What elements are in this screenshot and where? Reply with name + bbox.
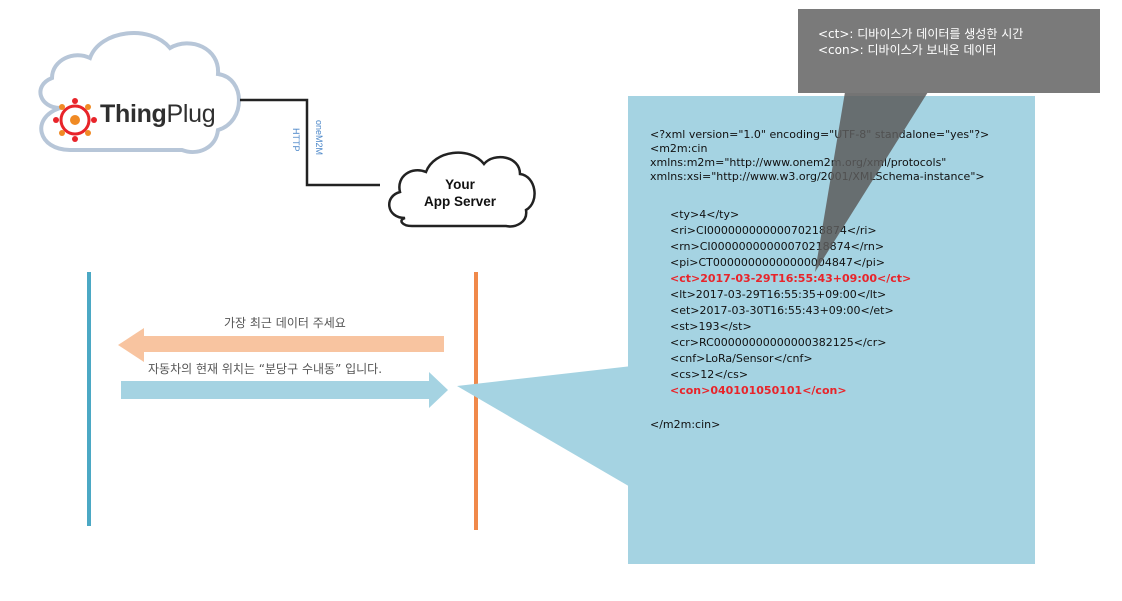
app-server-cloud-outline <box>388 151 536 228</box>
xml-header-line: <m2m:cin <box>650 142 708 155</box>
xml-field-line: <cs>12</cs> <box>670 368 749 381</box>
logo-text-bold: Thing <box>100 100 167 128</box>
xml-field-line-con-highlight: <con>040101050101</con> <box>670 384 847 397</box>
xml-field-line: <pi>CT00000000000000004847</pi> <box>670 256 886 269</box>
connection-line <box>240 98 380 187</box>
note-line-con: <con>: 디바이스가 보내온 데이터 <box>818 43 997 57</box>
xml-header-line: <?xml version="1.0" encoding="UTF-8" sta… <box>650 128 990 141</box>
note-pointer <box>815 92 928 272</box>
xml-field-line: <st>193</st> <box>670 320 752 333</box>
xml-footer-line: </m2m:cin> <box>650 418 721 431</box>
response-arrow <box>121 372 448 408</box>
callout-wedge <box>457 366 632 488</box>
xml-field-line: <cnf>LoRa/Sensor</cnf> <box>670 352 813 365</box>
app-server-label-line2: App Server <box>423 194 497 209</box>
protocol-label-onem2m: oneM2M <box>314 120 324 156</box>
request-arrow <box>118 328 444 362</box>
xml-field-line: <ty>4</ty> <box>670 208 740 221</box>
xml-header-line: xmlns:xsi="http://www.w3.org/2001/XMLSch… <box>650 170 985 183</box>
annotation-note: <ct>: 디바이스가 데이터를 생성한 시간 <con>: 디바이스가 보내온… <box>798 9 1100 93</box>
logo-text-regular: Plug <box>166 100 216 128</box>
thingplug-logo-text: ThingPlug <box>100 100 216 129</box>
app-server-label: Your App Server <box>392 176 528 210</box>
request-message-label: 가장 최근 데이터 주세요 <box>224 316 346 330</box>
xml-field-line: <lt>2017-03-29T16:55:35+09:00</lt> <box>670 288 887 301</box>
xml-field-line: <et>2017-03-30T16:55:43+09:00</et> <box>670 304 894 317</box>
note-line-ct: <ct>: 디바이스가 데이터를 생성한 시간 <box>818 27 1024 41</box>
protocol-label-http: HTTP <box>291 128 301 152</box>
app-server-label-line1: Your <box>445 177 475 192</box>
response-message-label: 자동차의 현재 위치는 “분당구 수내동” 입니다. <box>148 362 383 376</box>
thingplug-logo-icon <box>53 98 97 142</box>
xml-field-line: <cr>RC00000000000000382125</cr> <box>670 336 887 349</box>
xml-field-line-ct-highlight: <ct>2017-03-29T16:55:43+09:00</ct> <box>670 272 912 285</box>
